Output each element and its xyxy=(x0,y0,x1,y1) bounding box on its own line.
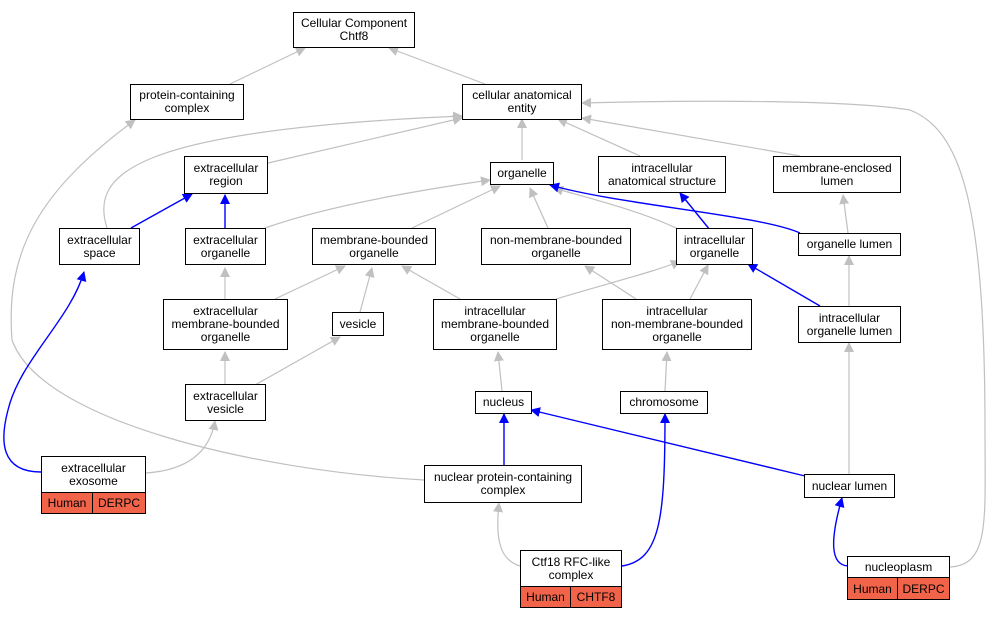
edge-olumen-mel xyxy=(839,194,850,234)
edge-olumen-organelle xyxy=(549,182,801,234)
tag-label: Human xyxy=(47,496,87,510)
node-extracellular-region[interactable]: extracellular region xyxy=(184,156,268,194)
node-vesicle[interactable]: vesicle xyxy=(332,312,384,336)
node-label: intracellular membrane-bounded organelle xyxy=(440,304,550,344)
node-intracellular-anatomical-structure[interactable]: intracellular anatomical structure xyxy=(598,156,726,193)
edge-nmbo-organelle xyxy=(529,187,549,229)
edge-nucleus-imbo xyxy=(493,351,504,392)
node-label: nuclear lumen xyxy=(811,478,888,493)
edge-nuclumen-nucleus xyxy=(530,407,806,477)
edge-cae-root xyxy=(388,46,486,85)
node-intracellular-organelle-lumen[interactable]: intracellular organelle lumen xyxy=(798,306,901,343)
edge-exosome-space xyxy=(3,271,87,473)
node-organelle[interactable]: organelle xyxy=(490,162,554,185)
node-label: intracellular non-membrane-bounded organ… xyxy=(610,304,744,344)
node-label: nucleoplasm xyxy=(864,559,933,574)
node-label: extracellular exosome xyxy=(61,460,126,488)
edge-nucleoplasm-cae xyxy=(581,97,986,568)
node-label: intracellular anatomical structure xyxy=(607,160,717,188)
edge-inmbo-nmbo xyxy=(584,265,637,300)
tag-nucleoplasm-source: DERPC xyxy=(897,577,950,600)
node-intracellular-non-membrane-bounded-organelle[interactable]: intracellular non-membrane-bounded organ… xyxy=(602,299,752,350)
edge-exosome-exvesicle xyxy=(145,420,219,474)
node-label: organelle xyxy=(497,166,547,180)
edge-imbo-intorg xyxy=(555,260,681,300)
node-label: non-membrane-bounded organelle xyxy=(489,232,623,260)
tag-label: Human xyxy=(853,581,892,596)
tag-label: DERPC xyxy=(902,581,945,596)
tag-label: Human xyxy=(526,590,565,604)
edge-space-cae xyxy=(103,111,463,229)
edge-iolumen-intorg xyxy=(747,263,821,307)
edge-inmbo-intorg xyxy=(689,264,709,300)
node-label: extracellular space xyxy=(67,232,132,260)
tag-ctf18-gene: CHTF8 xyxy=(570,586,622,608)
tag-label: DERPC xyxy=(97,496,140,510)
node-label: extracellular region xyxy=(193,161,259,188)
node-extracellular-exosome[interactable]: extracellular exosome xyxy=(41,456,146,493)
edge-mel-cae xyxy=(581,114,801,157)
node-label: nuclear protein-containing complex xyxy=(433,470,573,497)
edge-exvesicle-vesicle xyxy=(254,336,341,386)
node-label: membrane-bounded organelle xyxy=(319,232,429,260)
tag-nucleoplasm-human: Human xyxy=(847,577,898,600)
edge-chromosome-inmbo xyxy=(661,351,672,392)
node-label: extracellular organelle xyxy=(193,232,258,260)
edge-intorg-organelle xyxy=(553,185,681,231)
node-extracellular-vesicle[interactable]: extracellular vesicle xyxy=(185,384,266,421)
node-protein-containing-complex[interactable]: protein-containing complex xyxy=(130,84,244,120)
node-label: extracellular vesicle xyxy=(193,388,258,416)
edge-imbo-mbo xyxy=(401,265,461,300)
edge-npcc-pcc xyxy=(10,119,425,481)
tag-ctf18-human: Human xyxy=(520,586,571,608)
node-extracellular-membrane-bounded-organelle[interactable]: extracellular membrane-bounded organelle xyxy=(163,299,288,350)
edge-ctf18-chromosome xyxy=(621,413,670,567)
node-label: cellular anatomical entity xyxy=(472,88,572,115)
node-nucleoplasm[interactable]: nucleoplasm xyxy=(847,556,950,578)
edge-region-cae xyxy=(267,115,463,164)
node-label: membrane-enclosed lumen xyxy=(782,160,892,188)
node-label: Ctf18 RFC-like complex xyxy=(531,554,611,582)
node-label: Cellular Component Chtf8 xyxy=(300,16,408,43)
node-extracellular-organelle[interactable]: extracellular organelle xyxy=(185,228,266,265)
node-membrane-enclosed-lumen[interactable]: membrane-enclosed lumen xyxy=(773,156,901,193)
tag-exosome-human: Human xyxy=(41,492,93,514)
node-intracellular-organelle[interactable]: intracellular organelle xyxy=(676,228,753,265)
node-cellular-component-root[interactable]: Cellular Component Chtf8 xyxy=(293,12,415,48)
node-intracellular-membrane-bounded-organelle[interactable]: intracellular membrane-bounded organelle xyxy=(433,299,557,350)
node-label: protein-containing complex xyxy=(139,88,235,115)
edge-ctf18-npcc xyxy=(493,502,521,567)
edge-embo-mbo xyxy=(274,265,346,300)
edge-ias-cae xyxy=(557,118,641,157)
node-label: intracellular organelle lumen xyxy=(806,310,893,338)
node-membrane-bounded-organelle[interactable]: membrane-bounded organelle xyxy=(312,228,436,265)
node-label: chromosome xyxy=(629,395,699,409)
edge-pcc-root xyxy=(229,47,306,85)
edge-intorg-ias xyxy=(679,192,711,231)
node-label: extracellular membrane-bounded organelle xyxy=(171,304,280,344)
node-chromosome[interactable]: chromosome xyxy=(620,391,708,414)
node-nuclear-protein-containing-complex[interactable]: nuclear protein-containing complex xyxy=(424,465,582,503)
edge-space-region xyxy=(130,193,193,229)
edge-nucleoplasm-nuclumen xyxy=(833,497,849,567)
node-organelle-lumen[interactable]: organelle lumen xyxy=(798,233,901,256)
node-nuclear-lumen[interactable]: nuclear lumen xyxy=(804,474,895,498)
tag-exosome-source: DERPC xyxy=(92,492,146,514)
edge-mbo-organelle xyxy=(411,185,501,229)
node-label: intracellular organelle xyxy=(683,232,746,260)
node-nucleus[interactable]: nucleus xyxy=(475,391,532,414)
node-label: organelle lumen xyxy=(806,237,893,251)
node-label: nucleus xyxy=(482,395,525,409)
node-ctf18-rfc-like-complex[interactable]: Ctf18 RFC-like complex xyxy=(520,550,622,587)
tag-label: CHTF8 xyxy=(576,590,616,604)
edge-vesicle-mbo xyxy=(359,267,375,313)
node-label: vesicle xyxy=(339,316,377,331)
node-extracellular-space[interactable]: extracellular space xyxy=(59,228,140,265)
edge-exorg-organelle xyxy=(264,176,491,229)
node-non-membrane-bounded-organelle[interactable]: non-membrane-bounded organelle xyxy=(481,228,631,265)
node-cellular-anatomical-entity[interactable]: cellular anatomical entity xyxy=(462,84,582,120)
